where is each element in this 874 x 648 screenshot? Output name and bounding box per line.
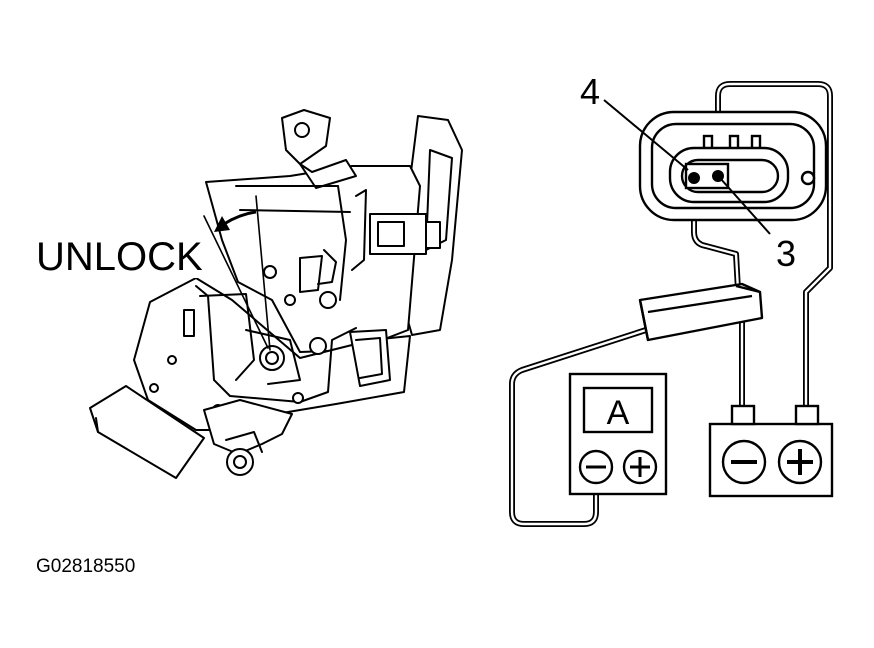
minus-icon	[578, 449, 614, 485]
lock-motor-connector	[638, 110, 828, 222]
terminal-leaders	[603, 99, 771, 235]
ammeter-display: A	[607, 394, 630, 432]
terminal-3-label: 3	[776, 233, 796, 274]
minus-icon	[721, 439, 767, 485]
unlock-label: UNLOCK	[36, 235, 203, 279]
plus-icon	[622, 449, 658, 485]
plus-icon	[777, 439, 823, 485]
door-lock-assembly	[36, 109, 463, 479]
terminal-4-label: 4	[580, 71, 600, 112]
terminal-4-pin	[688, 172, 700, 184]
figure-id: G02818550	[36, 556, 135, 577]
unlock-arrow-icon	[214, 210, 257, 232]
battery	[708, 404, 834, 498]
ammeter: A	[568, 372, 668, 496]
test-clip	[638, 282, 764, 342]
